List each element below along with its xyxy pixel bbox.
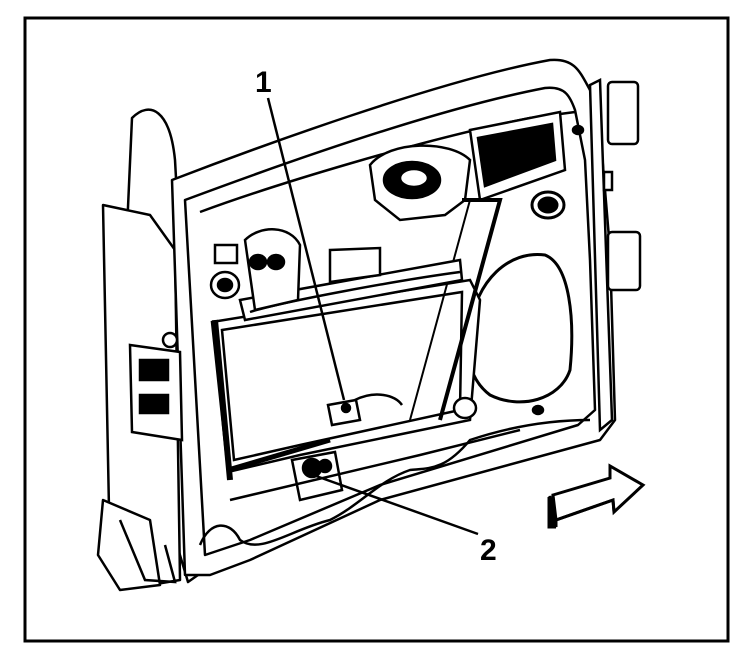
- callout-leaders: [266, 97, 479, 536]
- electrical-connector: [326, 393, 404, 427]
- callout-1-label: 1: [255, 66, 272, 99]
- door-latch: [128, 331, 184, 442]
- door-handle-pocket: [368, 144, 472, 222]
- front-of-vehicle-arrow-icon: [547, 463, 646, 529]
- panel-holes: [209, 124, 585, 420]
- window-regulator-panel: [210, 198, 503, 481]
- upper-trim-strip: [468, 110, 567, 202]
- upper-rail: [238, 228, 464, 322]
- lower-door-edge: [118, 418, 591, 584]
- door-hinge-side: [588, 78, 642, 433]
- callout-2-label: 2: [480, 534, 497, 567]
- speaker-opening: [466, 190, 574, 404]
